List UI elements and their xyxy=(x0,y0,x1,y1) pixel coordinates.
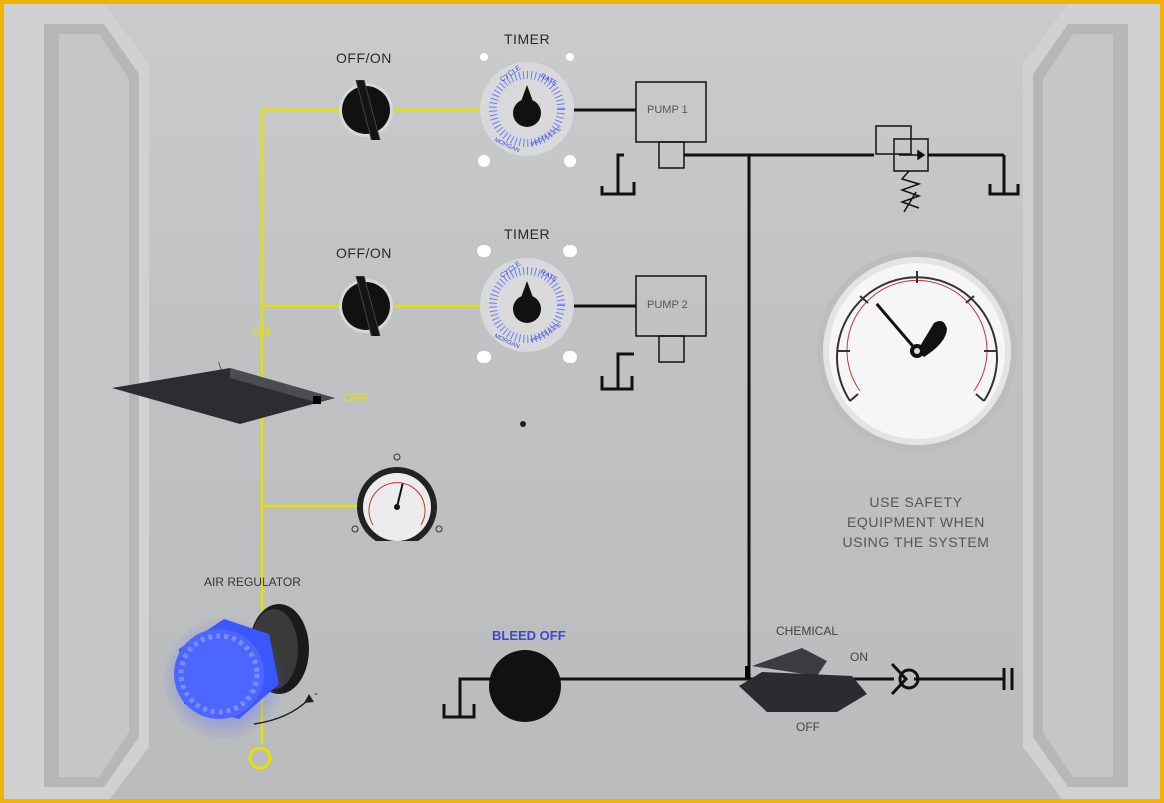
pump-1-label: PUMP 1 xyxy=(647,104,688,116)
main-valve-off-label: OFF xyxy=(344,391,368,405)
bleed-off-valve[interactable] xyxy=(487,648,563,724)
air-pressure-gauge xyxy=(351,453,443,541)
pump-1-symbol xyxy=(635,81,707,169)
switch-2-label: OFF/ON xyxy=(336,245,392,261)
left-rail xyxy=(4,4,154,799)
timer-1-label: TIMER xyxy=(504,31,551,47)
safety-line-1: USE SAFETY xyxy=(869,494,963,510)
relief-valve-symbol xyxy=(875,125,929,213)
left-rail-shape xyxy=(4,4,149,799)
air-regulator-knob[interactable]: - xyxy=(164,589,334,739)
panel-screw-hole xyxy=(520,421,526,427)
right-rail xyxy=(1018,4,1160,799)
air-regulator-label: AIR REGULATOR xyxy=(204,575,301,589)
pump-2-label: PUMP 2 xyxy=(647,299,688,311)
main-valve-on-label: ON xyxy=(252,324,270,338)
timer-1: CYCLE RATE MORGAN PRODUCTS xyxy=(478,53,576,167)
timer-2-label: TIMER xyxy=(504,226,551,242)
chemical-valve-label: CHEMICAL xyxy=(776,624,839,638)
pump-2-on-off-switch[interactable] xyxy=(336,276,396,336)
timer-2-knob[interactable] xyxy=(513,281,541,323)
safety-line-3: USING THE SYSTEM xyxy=(842,534,990,550)
pump-1-on-off-switch[interactable] xyxy=(336,80,396,140)
timer-2: CYCLE RATE MORGAN PRODUCTS xyxy=(477,245,577,363)
system-pressure-needle xyxy=(875,302,919,352)
chemical-valve-handle[interactable] xyxy=(737,646,877,716)
chemical-valve-off-label: OFF xyxy=(796,720,820,734)
pump-2-symbol xyxy=(635,275,707,363)
chemical-valve-on-label: ON xyxy=(850,650,868,664)
regulator-minus-sign: - xyxy=(314,686,318,700)
bleed-off-label: BLEED OFF xyxy=(492,628,566,643)
switch-1-label: OFF/ON xyxy=(336,50,392,66)
air-pressure-needle xyxy=(396,483,404,508)
safety-line-2: EQUIPMENT WHEN xyxy=(846,514,986,530)
safety-notice: USE SAFETY EQUIPMENT WHEN USING THE SYST… xyxy=(816,492,1016,552)
air-inlet-port xyxy=(248,746,272,770)
timer-1-knob[interactable] xyxy=(513,85,541,127)
right-rail-shape xyxy=(1023,4,1160,799)
system-pressure-gauge xyxy=(817,251,1017,451)
main-air-valve-handle[interactable] xyxy=(110,362,350,432)
